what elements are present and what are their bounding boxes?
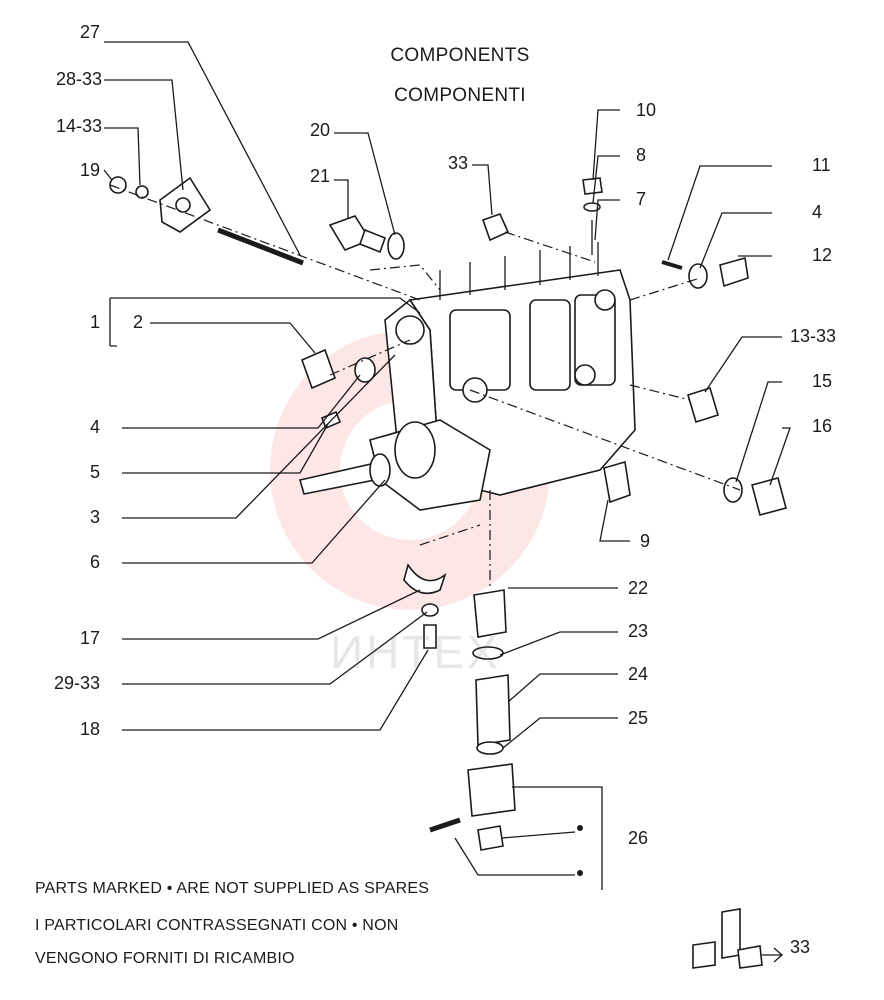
callout-5: 5	[89, 462, 100, 482]
callout-1: 1	[89, 312, 100, 332]
callout-33-top: 33	[447, 153, 468, 173]
note-line-1: PARTS MARKED • ARE NOT SUPPLIED AS SPARE…	[35, 880, 430, 897]
callout-25: 25	[628, 708, 649, 728]
callout-21: 21	[309, 166, 330, 186]
callout-4-left: 4	[89, 417, 100, 437]
callout-7: 7	[636, 189, 647, 209]
callout-9: 9	[640, 531, 651, 551]
callout-16: 16	[812, 416, 833, 436]
title-english: COMPONENTS	[390, 45, 530, 66]
callout-11: 11	[812, 155, 831, 175]
title-italian: COMPONENTI	[394, 85, 526, 106]
note-line-2: I PARTICOLARI CONTRASSEGNATI CON • NON	[35, 917, 399, 934]
callout-14-33: 14-33	[55, 116, 102, 136]
callout-23: 23	[628, 621, 649, 641]
callout-19: 19	[79, 160, 100, 180]
callout-33-icon: 33	[790, 937, 811, 957]
callout-12: 12	[812, 245, 833, 265]
assembly-axes	[109, 184, 741, 590]
watermark-text: ИНТЕХ	[330, 626, 501, 678]
callout-6: 6	[89, 552, 100, 572]
callout-18: 18	[79, 719, 100, 739]
callout-10: 10	[636, 100, 657, 120]
callout-13-33: 13-33	[790, 326, 837, 346]
callout-15: 15	[812, 371, 833, 391]
callout-4-right: 4	[812, 202, 823, 222]
callout-8: 8	[636, 145, 647, 165]
note-line-3: VENGONO FORNITI DI RICAMBIO	[35, 950, 295, 967]
callout-2: 2	[133, 312, 144, 332]
callout-28-33: 28-33	[55, 69, 102, 89]
pump-body	[298, 242, 636, 511]
callout-26: 26	[628, 828, 649, 848]
small-parts	[109, 176, 787, 969]
callout-29-33: 29-33	[53, 673, 100, 693]
callout-20: 20	[309, 120, 330, 140]
callout-24: 24	[628, 664, 649, 684]
callout-27: 27	[79, 22, 100, 42]
callout-22: 22	[628, 578, 649, 598]
callout-3: 3	[89, 507, 100, 527]
callout-17: 17	[79, 628, 100, 648]
leader-lines	[103, 41, 791, 890]
